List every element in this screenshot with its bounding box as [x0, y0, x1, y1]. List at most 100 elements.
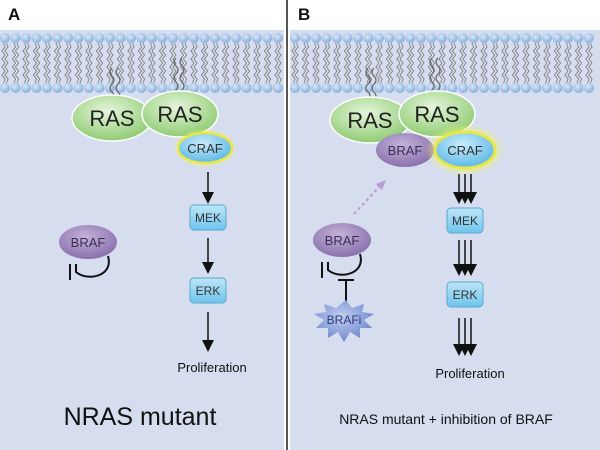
proliferation-label-b: Proliferation	[435, 366, 504, 381]
lipid-tail	[291, 42, 296, 64]
lipid-head	[458, 33, 468, 43]
lipid-tail	[25, 62, 30, 84]
lipid-head	[584, 83, 594, 93]
lipid-tail	[364, 62, 370, 84]
top-white-band-b	[290, 0, 600, 30]
lipid-tail	[385, 42, 391, 64]
ras-label: RAS	[414, 102, 459, 127]
lipid-tail	[304, 62, 310, 84]
panel-a-caption: NRAS mutant	[64, 403, 217, 431]
lipid-head	[363, 83, 374, 93]
lipid-tail	[417, 62, 422, 84]
lipid-tail	[193, 42, 198, 64]
lipid-head	[157, 33, 168, 43]
lipid-tail	[304, 42, 310, 64]
lipid-tail	[501, 42, 506, 64]
lipid-tail	[32, 42, 38, 64]
lipid-head	[311, 33, 321, 43]
lipid-tail	[336, 42, 341, 64]
panel-a-letter: A	[8, 5, 20, 24]
lipid-tail	[106, 42, 111, 64]
lipid-tail	[336, 62, 341, 84]
lipid-tail	[158, 42, 164, 64]
lipid-head	[0, 83, 10, 93]
lipid-tail	[532, 42, 538, 64]
lipid-tail	[417, 42, 422, 64]
lipid-head	[426, 33, 437, 43]
lipid-tail	[221, 62, 227, 84]
lipid-tail	[77, 42, 83, 64]
dotted-translocation-arrow-icon	[353, 185, 381, 215]
lipid-tail	[406, 62, 412, 84]
triple-arrow-erk-to-proliferation-b	[453, 318, 477, 356]
lipid-tail	[253, 42, 258, 64]
lipid-head	[126, 33, 136, 43]
lipid-head	[552, 33, 563, 43]
lipid-head	[63, 83, 73, 93]
ras-label: RAS	[89, 106, 134, 131]
lipid-tail	[556, 62, 562, 84]
braf-node-a	[59, 225, 117, 259]
lipid-tail	[172, 62, 177, 84]
lipid-tail	[22, 42, 27, 64]
lipid-tail	[263, 42, 269, 64]
erk-box-b	[446, 281, 484, 308]
lipid-head	[321, 83, 332, 93]
lipid-tail	[462, 42, 467, 64]
ras-label: RAS	[157, 102, 202, 127]
lipid-tail	[367, 42, 373, 64]
lipid-tail	[564, 42, 569, 64]
brafi-label: BRAFi	[327, 313, 362, 327]
lipid-tail	[88, 42, 93, 64]
lipid-tail	[137, 62, 143, 84]
lipid-tail	[4, 42, 9, 64]
lipid-tail	[430, 42, 436, 64]
lipid-tail	[459, 62, 464, 84]
lipid-tail	[235, 62, 240, 84]
lipid-head	[241, 33, 252, 43]
lipid-tail	[448, 42, 454, 64]
lipid-head	[405, 33, 416, 43]
lipid-tail	[396, 62, 401, 84]
lipid-head	[573, 33, 584, 43]
braf-node-b	[313, 223, 371, 257]
lipid-head	[342, 83, 353, 93]
lipid-tail	[74, 62, 80, 84]
lipid-tail	[385, 62, 391, 84]
lipid-tail	[98, 62, 104, 84]
lipid-head	[437, 33, 447, 43]
lipid-head	[458, 83, 468, 93]
lipid-head	[353, 83, 363, 93]
lipid-head	[73, 83, 84, 93]
lipid-tail	[483, 62, 488, 84]
lipid-tail	[490, 42, 496, 64]
lipid-tail	[74, 42, 80, 64]
lipid-tail	[543, 62, 548, 84]
lipid-tail	[399, 62, 404, 84]
lipid-tail	[525, 42, 530, 64]
lipid-tail	[333, 42, 338, 64]
lipid-tail	[462, 62, 467, 84]
lipid-head	[168, 33, 178, 43]
lipid-head	[521, 33, 531, 43]
lipid-tail	[546, 62, 551, 84]
lipid-head	[531, 33, 542, 43]
lipid-head	[189, 33, 199, 43]
triple-arrow-craf-to-mek-b	[453, 174, 477, 204]
lipid-tail	[322, 42, 328, 64]
lipid-tail	[85, 62, 90, 84]
lipid-tail	[11, 62, 17, 84]
lipid-head	[262, 83, 273, 93]
lipid-tail	[116, 42, 122, 64]
lipid-tail	[211, 42, 216, 64]
lipid-tail	[567, 42, 572, 64]
lipid-tail	[53, 62, 59, 84]
lipid-tail	[46, 62, 51, 84]
braf-autoinhibition-icon	[321, 253, 362, 278]
lipid-tail	[346, 62, 352, 84]
lipid-tail	[325, 62, 331, 84]
lipid-tail	[193, 62, 198, 84]
erk-box-a	[189, 277, 227, 304]
lipid-tail	[312, 42, 317, 64]
lipid-tail	[451, 62, 457, 84]
